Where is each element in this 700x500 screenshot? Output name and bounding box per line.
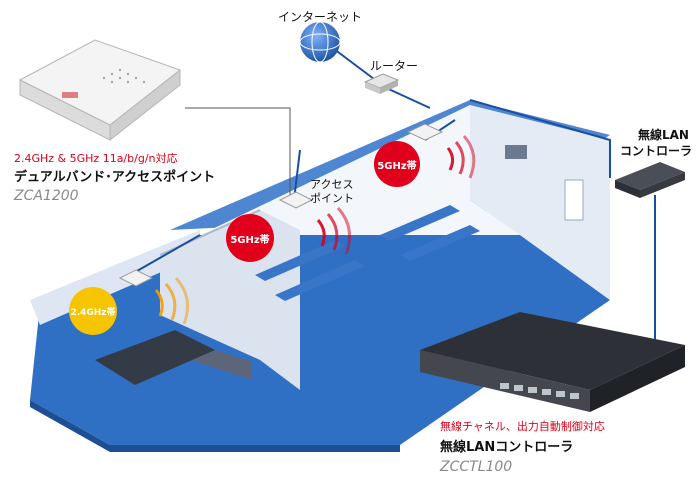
cable-building-controller — [469, 99, 611, 178]
ap-model: ZCA1200 — [14, 188, 79, 204]
router-label: ルーター — [370, 59, 419, 73]
cable-ap-center — [293, 149, 301, 201]
band-badge-b-icon — [226, 214, 274, 262]
baggage-carousel — [95, 330, 215, 385]
band-badge-c-icon — [69, 287, 117, 335]
seat-row-3 — [380, 205, 460, 241]
arrival-board — [505, 145, 527, 159]
controller-label-line1: 無線LAN — [638, 128, 689, 142]
floor-plan — [30, 100, 610, 452]
controller-label-line2: コントローラ — [620, 144, 693, 158]
back-wall — [200, 105, 520, 235]
band-badge-c: 2.4GHz帯 — [70, 308, 116, 318]
controller-product-image — [420, 312, 685, 412]
access-point-center — [278, 191, 314, 209]
access-point-back — [406, 123, 444, 141]
seat-row-4 — [400, 225, 480, 261]
wifi-waves-center — [316, 206, 352, 255]
controller-model: ZCCTL100 — [440, 459, 513, 475]
internet-globe-icon — [299, 21, 341, 63]
cable-ap-left — [129, 234, 201, 276]
wifi-waves-left — [154, 276, 190, 325]
seat-row-2 — [275, 260, 365, 301]
access-point-left — [118, 269, 154, 287]
cable-controller-box — [610, 195, 656, 351]
band-badge-a-icon — [374, 141, 420, 187]
band-badge-b: 5GHz帯 — [230, 235, 270, 246]
seat-row-1 — [255, 240, 345, 281]
controller-product-name: 無線LANコントローラ — [440, 440, 574, 455]
front-floor-edge — [30, 400, 400, 452]
entry-door — [564, 179, 584, 221]
ap-label-line2: ポイント — [310, 192, 354, 205]
access-point-product-image — [18, 39, 182, 142]
leader-product-image — [185, 107, 291, 195]
ap-label-line1: アクセス — [310, 178, 354, 191]
controller-small-icon — [615, 162, 685, 198]
cable-router-building — [381, 85, 431, 109]
internet-label: インターネット — [278, 10, 363, 24]
controller-spec: 無線チャネル、出力自動制御対応 — [440, 420, 605, 433]
wifi-waves-back — [446, 135, 476, 179]
ap-product-name: デュアルバンド･アクセスポイント — [14, 170, 216, 185]
band-badge-a: 5GHz帯 — [377, 161, 417, 172]
router-icon — [363, 73, 400, 94]
ap-spec: 2.4GHz & 5GHz 11a/b/g/n対応 — [14, 152, 178, 165]
